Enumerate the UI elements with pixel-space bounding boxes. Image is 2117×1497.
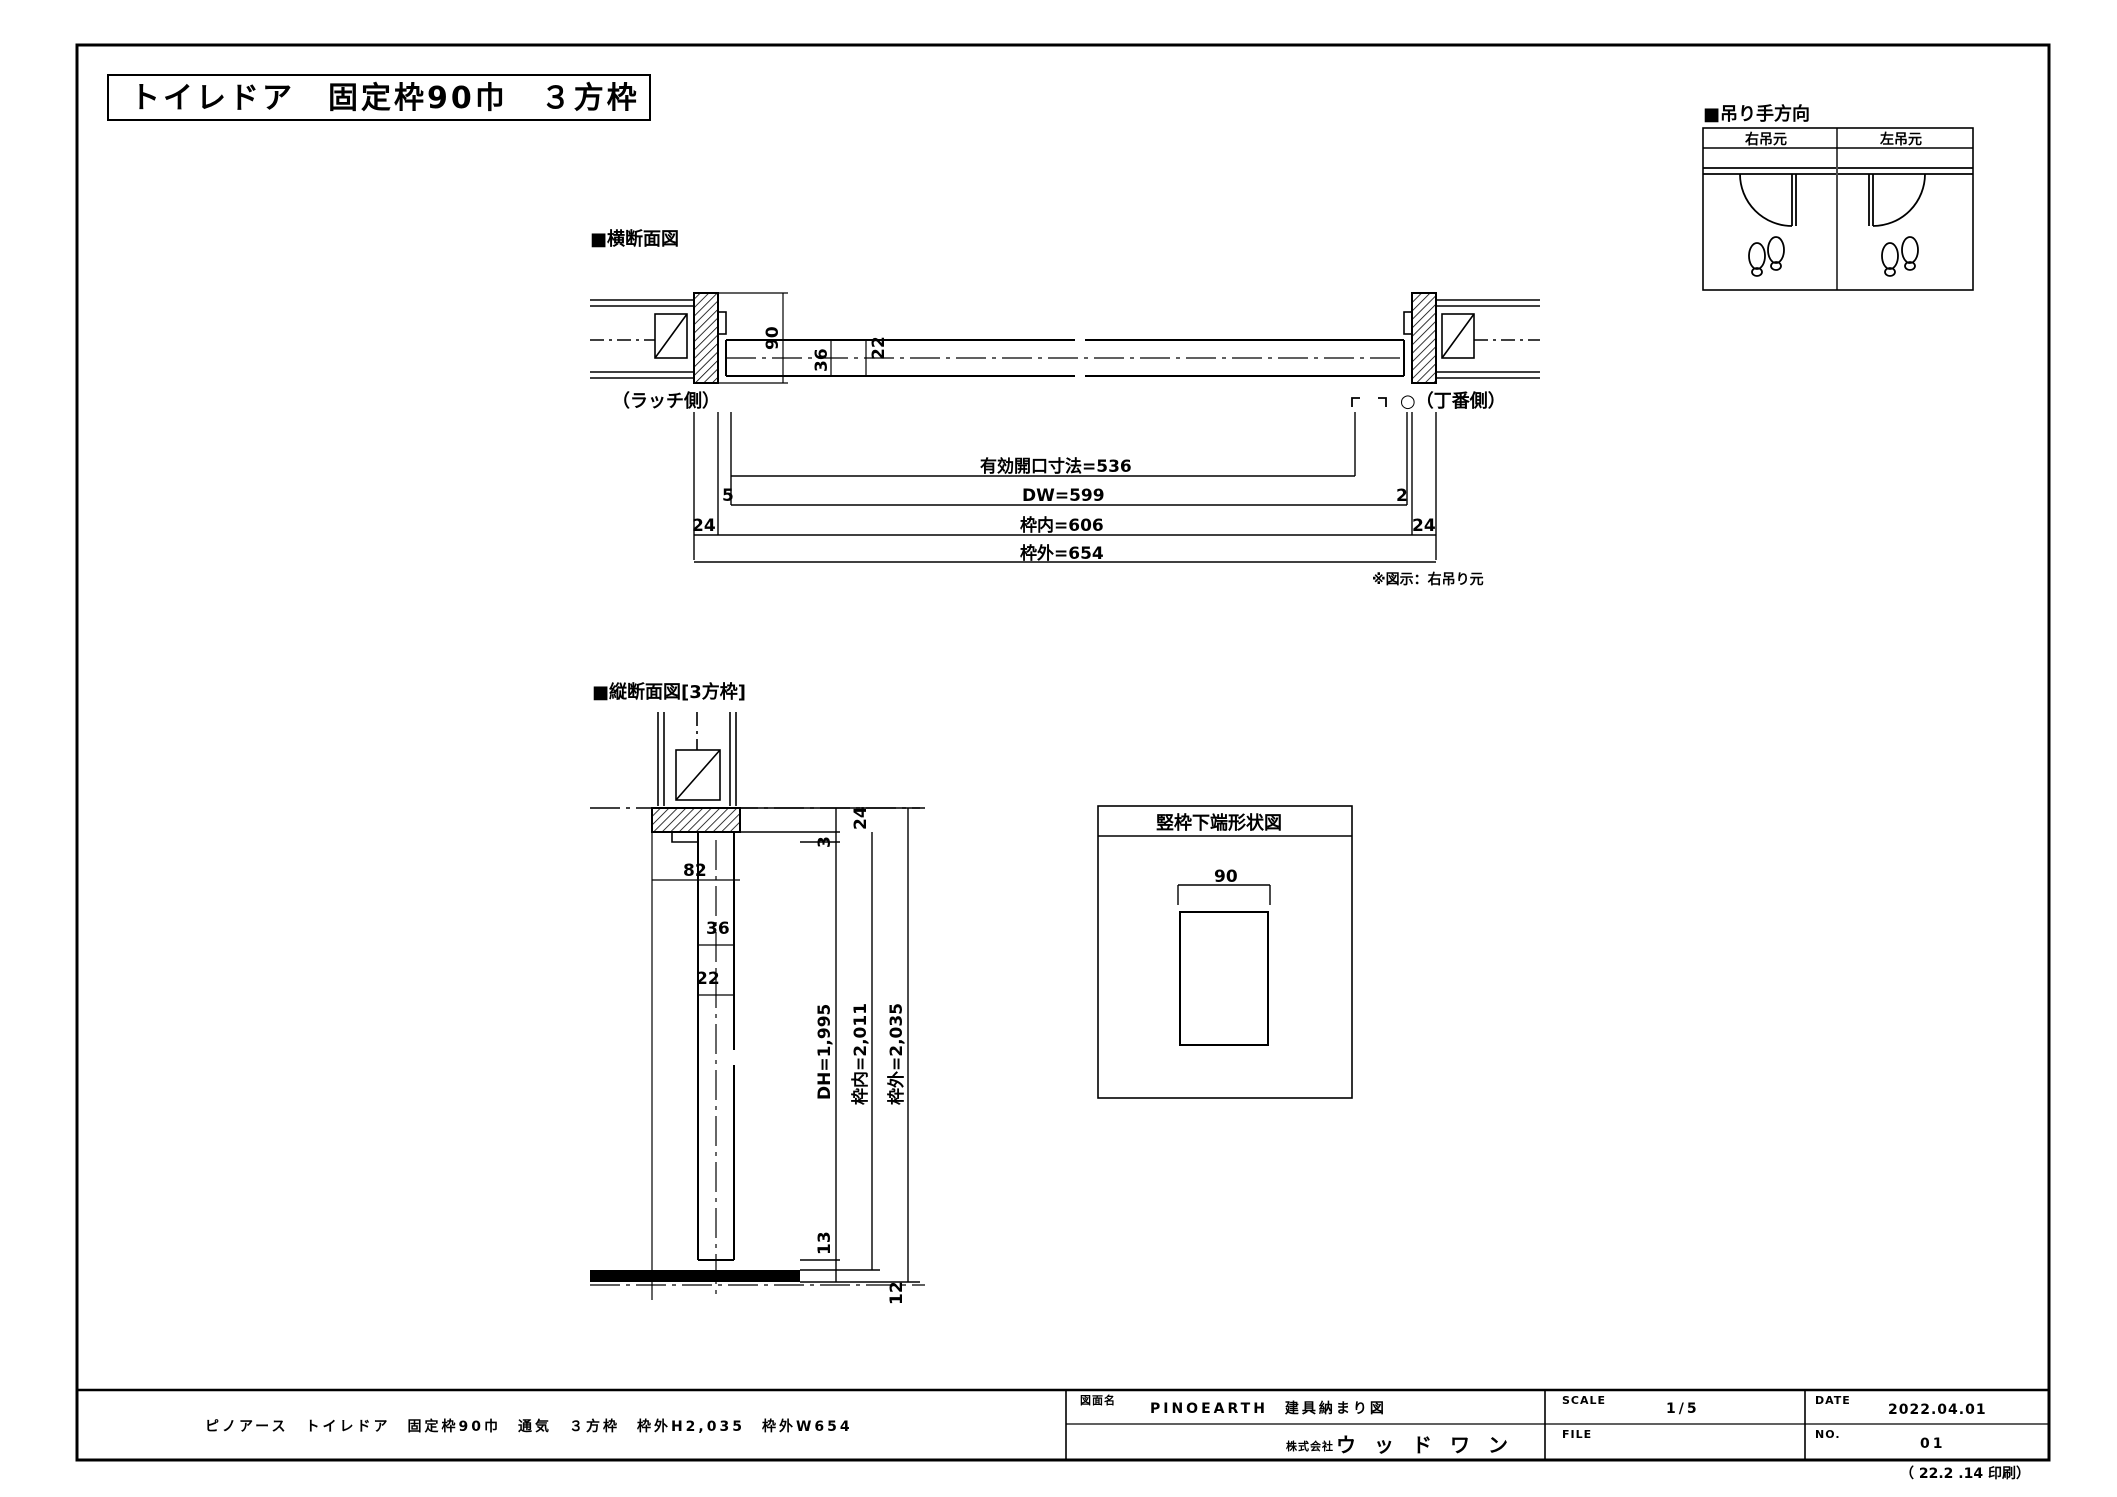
dim-3-section: 3	[815, 836, 835, 848]
frame-inner-width-dim: 枠内=606	[1020, 515, 1104, 536]
bottom-shape-heading: 竪枠下端形状図	[1156, 812, 1282, 834]
section-dimension-lines	[740, 807, 920, 1283]
dim-24-right: 24	[1412, 516, 1436, 536]
dim-12-section: 12	[887, 1281, 907, 1305]
right-hung-label: 右吊元	[1744, 131, 1787, 148]
vertical-section-heading: ■縦断面図[3方枠]	[592, 681, 746, 703]
scale-value: 1/5	[1666, 1401, 1700, 1417]
frame-inner-height-dim: 枠内=2,011	[850, 1003, 871, 1105]
dim-24-left: 24	[692, 516, 716, 536]
drawing-name-label: 図面名	[1080, 1393, 1116, 1407]
hanging-heading: ■吊り手方向	[1703, 103, 1810, 125]
door-leaf-plan	[725, 339, 1405, 377]
hinge-side-label: ○（丁番側）	[1400, 390, 1506, 412]
dim-36-section: 36	[706, 919, 730, 939]
file-label: FILE	[1562, 1428, 1592, 1441]
head-door-stop	[671, 832, 698, 843]
right-door-stop	[1403, 311, 1413, 335]
sheet-border	[75, 43, 2051, 1462]
drawing-title: トイレドア 固定枠90巾 ３方枠	[130, 81, 640, 116]
no-label: NO.	[1815, 1428, 1841, 1441]
dim-22-plan: 22	[869, 336, 889, 360]
dim-2: 2	[1396, 486, 1408, 506]
floor-slab	[590, 1270, 800, 1282]
date-label: DATE	[1815, 1394, 1851, 1407]
cross-section-heading: ■横断面図	[590, 228, 679, 250]
door-leaf-section	[697, 831, 735, 1300]
company-prefix: 株式会社	[1286, 1439, 1334, 1453]
hinge-marker	[1351, 397, 1387, 407]
left-frame-jamb	[693, 292, 719, 384]
company-name: ウッドワン	[1336, 1433, 1526, 1457]
hanging-note: ※図示：右吊り元	[1372, 571, 1484, 588]
print-note: （ 22.2 .14 印刷）	[1900, 1465, 2030, 1482]
head-wall	[657, 712, 737, 806]
dim-22-section: 22	[696, 969, 720, 989]
dim-90-plan: 90	[763, 326, 783, 350]
bottom-shape-panel: 竪枠下端形状図 90	[1097, 805, 1353, 1099]
no-value: 01	[1920, 1436, 1945, 1452]
dim-24-section: 24	[851, 806, 871, 830]
right-frame-jamb	[1411, 292, 1437, 384]
effective-opening-dim: 有効開口寸法=536	[980, 456, 1132, 477]
bottom-shape-dim-90: 90	[1214, 867, 1238, 887]
left-door-stop	[717, 311, 727, 335]
title-block-description: ピノアース トイレドア 固定枠90巾 通気 ３方枠 枠外H2,035 枠外W65…	[205, 1418, 853, 1435]
bottom-shape-outline	[1179, 911, 1269, 1046]
date-value: 2022.04.01	[1888, 1402, 1987, 1418]
right-hung-diagram	[1703, 167, 1836, 277]
dh-dim: DH=1,995	[815, 1004, 835, 1100]
right-wall	[1436, 299, 1540, 379]
frame-outer-height-dim: 枠外=2,035	[886, 1003, 907, 1105]
title-block: ピノアース トイレドア 固定枠90巾 通気 ３方枠 枠外H2,035 枠外W65…	[77, 1388, 2049, 1482]
frame-outer-width-dim: 枠外=654	[1020, 543, 1104, 564]
hanging-direction-panel: ■吊り手方向 右吊元 左吊元	[1702, 103, 1974, 291]
title-box: トイレドア 固定枠90巾 ３方枠	[107, 74, 651, 121]
vertical-section: ■縦断面図[3方枠] 82 36 22	[590, 681, 925, 1305]
left-hung-diagram	[1838, 167, 1973, 277]
latch-side-label: （ラッチ側）	[612, 390, 720, 412]
dim-82: 82	[683, 861, 707, 881]
dim-90-line	[718, 292, 788, 384]
drawing-name: PINOEARTH 建具納まり図	[1150, 1400, 1387, 1417]
plan-dimension-lines	[693, 412, 1437, 563]
left-wall	[590, 299, 694, 379]
left-hung-label: 左吊元	[1879, 131, 1922, 148]
scale-label: SCALE	[1562, 1394, 1606, 1407]
dim-13-section: 13	[815, 1231, 835, 1255]
head-frame	[651, 807, 741, 833]
dim-5: 5	[722, 486, 734, 506]
cross-section: ■横断面図	[590, 228, 1540, 588]
dw-dim: DW=599	[1022, 486, 1105, 506]
dim-36-plan: 36	[812, 348, 832, 372]
